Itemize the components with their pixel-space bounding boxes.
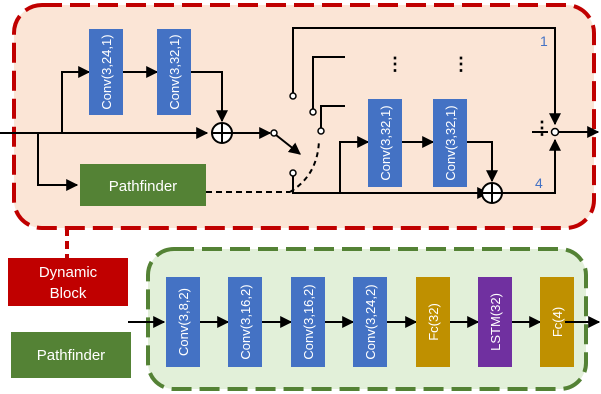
pf-layer-box-3: [291, 277, 325, 367]
pathfinder-block-label-text: Pathfinder: [37, 347, 105, 364]
branch-conv-box-1: [368, 99, 402, 187]
branch-4-to-output-line: [502, 138, 561, 194]
switch-terminal-2: [309, 108, 317, 116]
branch-conv-box-1-label: Conv(3,32,1): [378, 105, 393, 180]
branch-3-line: [320, 105, 345, 128]
branch-1-line: [292, 27, 561, 126]
branch-conv-box-2-label: Conv(3,32,1): [443, 105, 458, 180]
conv2-to-sum-line: [191, 71, 228, 123]
to-conv1-line: [61, 66, 91, 133]
ellipsis-3: ⋮: [533, 118, 551, 138]
dynamic-block-label: [8, 258, 128, 306]
switch-terminal-1: [289, 92, 297, 100]
pf-layer-label-1: Conv(3,8,2): [176, 288, 191, 356]
branch-conv-box-2: [433, 99, 467, 187]
conv-box-1-label: Conv(3,24,1): [99, 34, 114, 109]
switch-terminal-3: [317, 127, 325, 135]
dynamic-label-line1: Dynamic: [39, 264, 98, 281]
to-pathfinder-line: [37, 133, 79, 191]
pf-layer-label-6: LSTM(32): [488, 293, 503, 351]
pf-layer-label-7: Fc(4): [550, 307, 565, 337]
conv-box-2-label: Conv(3,32,1): [167, 34, 182, 109]
dynamic-label-line2: Block: [50, 285, 87, 302]
conv-box-2: [157, 29, 191, 115]
pf-layer-label-5: Fc(32): [426, 303, 441, 341]
branch-2-line: [312, 56, 345, 109]
switch-arm: [275, 134, 301, 155]
pf-layer-box-4: [353, 277, 387, 367]
pf-layer-box-2: [228, 277, 262, 367]
pf-layer-label-2: Conv(3,16,2): [238, 284, 253, 359]
pathfinder-block-label: [11, 332, 131, 378]
branch-4-label: 4: [535, 175, 543, 191]
pf-layer-label-4: Conv(3,24,2): [363, 284, 378, 359]
control-curve: [289, 139, 320, 193]
branch-1-label: 1: [540, 33, 548, 49]
ellipsis-1: ⋮: [386, 54, 404, 74]
output-node: [550, 127, 560, 137]
pf-layer-box-5: [416, 277, 450, 367]
pathfinder-box: [80, 164, 206, 206]
ellipsis-2: ⋮: [452, 54, 470, 74]
pf-layer-label-3: Conv(3,16,2): [301, 284, 316, 359]
pathfinder-label: Pathfinder: [109, 178, 177, 195]
to-branch-conv1-line: [339, 136, 370, 193]
pf-layer-box-6: [478, 277, 512, 367]
pf-layer-box-1: [166, 277, 200, 367]
switch-terminal-4: [289, 169, 297, 177]
pathfinder-layers: Conv(3,8,2) Conv(3,16,2) Conv(3,16,2) Conv(…: [166, 277, 574, 367]
branch-conv2-to-sum-line: [467, 141, 498, 183]
branch-4-line: [292, 176, 490, 199]
conv-box-1: [89, 29, 123, 115]
